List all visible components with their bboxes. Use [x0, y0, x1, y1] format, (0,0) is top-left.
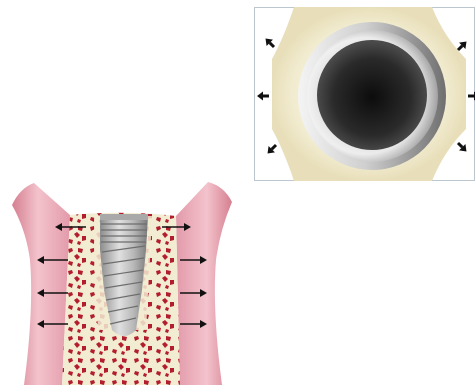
implant-core [317, 40, 427, 150]
implant-collar [100, 214, 148, 220]
implant-top-view-panel [254, 7, 475, 181]
implant-side-view-panel [0, 180, 250, 385]
left-gum-tissue [12, 183, 70, 385]
top-view-illustration [254, 7, 475, 181]
side-view-illustration [0, 180, 250, 385]
right-gum-tissue [176, 182, 232, 385]
